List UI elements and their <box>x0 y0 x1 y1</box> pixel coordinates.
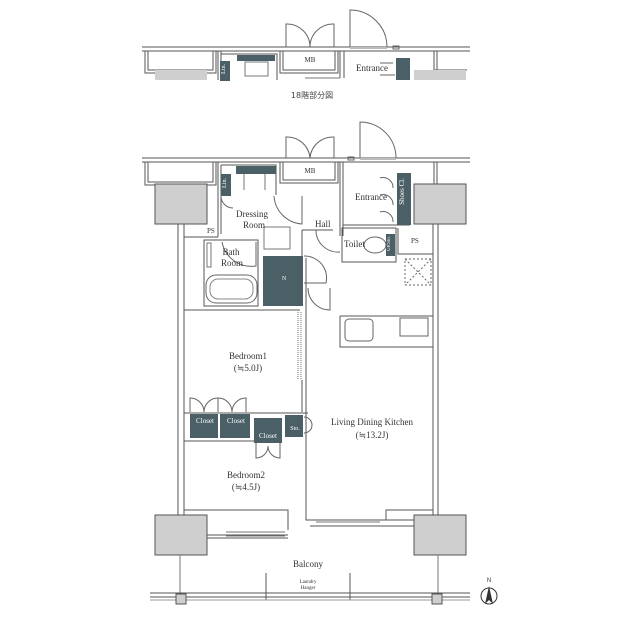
bedroom2-label: Bedroom2 <box>227 470 265 480</box>
n-storage-label: N <box>281 276 287 282</box>
compass-n-label: N <box>486 578 492 584</box>
balcony-label: Balcony <box>293 559 323 569</box>
lin-label: Lin. <box>222 178 228 188</box>
partial-lin-label: Lin. <box>221 64 227 74</box>
main-plan <box>142 121 470 605</box>
partial-plan-caption: 18階部分図 <box>290 91 334 100</box>
main-mb-label: MB <box>304 167 316 175</box>
laundry-hanger-label-2: Hanger <box>300 586 316 591</box>
closet-2-label: Closet <box>227 417 245 425</box>
dressing-room-label: Dressing <box>236 209 268 219</box>
ldk-label: Living Dining Kitchen <box>331 417 413 427</box>
closet-3-label: Closet <box>259 432 277 440</box>
hall-label: Hall <box>315 219 331 229</box>
partial-plan <box>142 9 470 81</box>
ps-left-label: PS <box>207 227 215 235</box>
partial-mb-label: MB <box>304 56 316 64</box>
entrance-label: Entrance <box>355 192 387 202</box>
up-storage-label: UP.Sto. <box>387 236 392 252</box>
toilet-label: Toilet <box>344 239 365 249</box>
bedroom2-size: (≒4.5J) <box>231 482 261 492</box>
bedroom1-label: Bedroom1 <box>229 351 267 361</box>
partial-entrance-label: Entrance <box>356 63 388 73</box>
sto-label: Sto. <box>290 426 300 432</box>
bedroom1-size: (≒5.0J) <box>233 363 263 373</box>
laundry-hanger-label: Laundry <box>299 580 317 585</box>
shoes-closet-label: Shoes Cl. <box>398 178 406 205</box>
bath-room-label-2: Room <box>220 258 244 268</box>
ps-right-label: PS <box>411 237 419 245</box>
dressing-room-label-2: Room <box>242 220 266 230</box>
ldk-size: (≒13.2J) <box>355 430 389 440</box>
bath-room-label: Bath <box>222 247 240 257</box>
compass-north-icon <box>480 586 498 605</box>
closet-1-label: Closet <box>196 417 214 425</box>
